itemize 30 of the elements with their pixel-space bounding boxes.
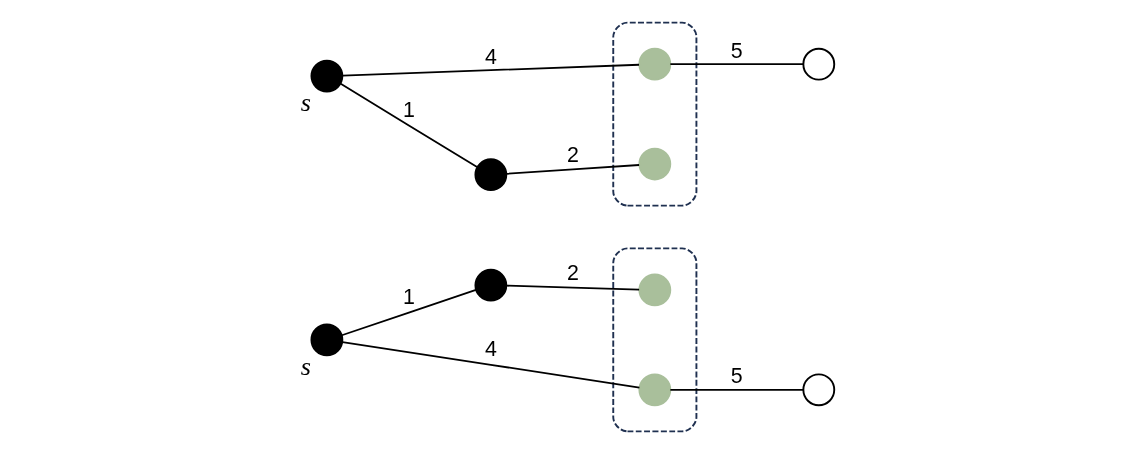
node-circle (473, 268, 507, 302)
node-circle (801, 47, 835, 81)
cluster (611, 247, 697, 433)
edge-label: 1 (402, 284, 415, 309)
edge-label: 5 (730, 38, 743, 63)
connector (505, 164, 640, 175)
connector (668, 388, 804, 391)
edge-label: 4 (484, 44, 497, 69)
node-label: s (300, 88, 311, 118)
node-circle (310, 323, 343, 357)
connector (339, 82, 478, 168)
connector (341, 341, 640, 389)
edge-label: 2 (566, 260, 579, 285)
connector (505, 284, 640, 291)
node-circle (637, 273, 671, 307)
node-label: s (300, 352, 311, 382)
connector (341, 63, 640, 77)
cluster (611, 21, 697, 207)
node-circle (473, 158, 507, 192)
edge-label: 1 (402, 97, 415, 122)
edge-label: 4 (484, 336, 497, 361)
edge-label: 5 (730, 364, 743, 389)
connector (340, 289, 477, 337)
node-circle (637, 373, 671, 407)
node-circle (310, 59, 343, 93)
node-circle (637, 147, 671, 181)
connector (668, 63, 804, 66)
node-circle (637, 47, 671, 81)
node-circle (801, 373, 835, 407)
edge-label: 2 (566, 143, 579, 168)
